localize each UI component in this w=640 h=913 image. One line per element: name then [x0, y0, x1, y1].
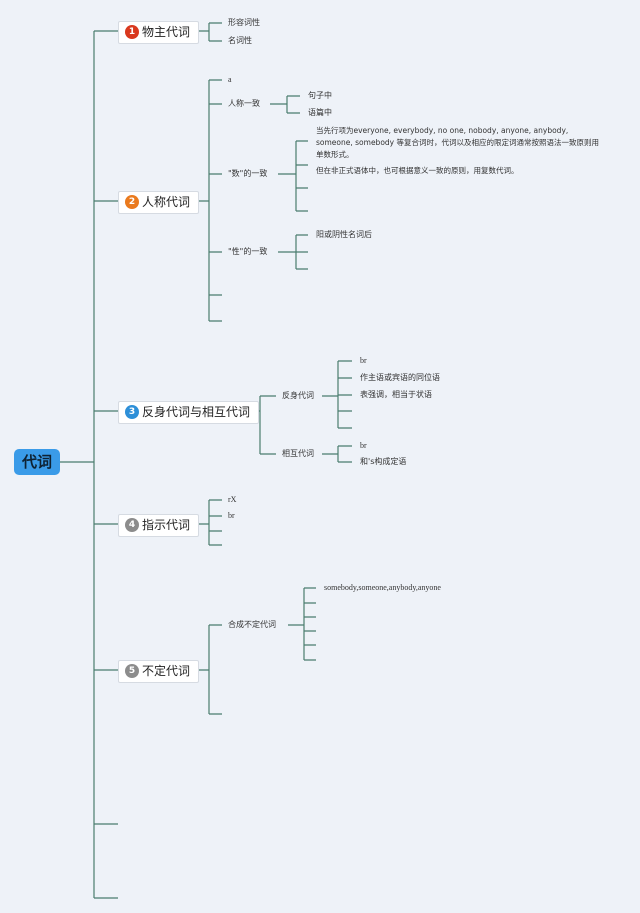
- node-noun-form[interactable]: 名词性: [228, 36, 252, 45]
- node-in-discourse[interactable]: 语篇中: [308, 108, 332, 117]
- node-compound-indefinite[interactable]: 合成不定代词: [228, 620, 276, 629]
- branch-label: 人称代词: [142, 195, 191, 209]
- node-reflexive-pronoun[interactable]: 反身代词: [282, 391, 314, 400]
- node-demonstrative-br[interactable]: br: [228, 511, 235, 520]
- branch-label: 物主代词: [142, 25, 191, 39]
- node-appositive[interactable]: 作主语或宾语的同位语: [360, 373, 440, 382]
- branch-label: 指示代词: [142, 518, 191, 532]
- number-badge-4: 4: [125, 517, 139, 532]
- node-number-agreement[interactable]: "数"的一致: [228, 169, 268, 178]
- node-in-sentence[interactable]: 句子中: [308, 91, 332, 100]
- node-compound-examples[interactable]: somebody,someone,anybody,anyone: [324, 583, 441, 592]
- node-person-agreement[interactable]: 人称一致: [228, 99, 260, 108]
- node-reciprocal-pronoun[interactable]: 相互代词: [282, 449, 314, 458]
- number-badge-3: 3: [125, 404, 139, 419]
- node-number-rule-1[interactable]: 当先行项为everyone, everybody, no one, nobody…: [316, 126, 599, 159]
- root-node[interactable]: 代词: [14, 449, 60, 475]
- branch-label: 反身代词与相互代词: [142, 405, 251, 419]
- number-badge-1: 1: [125, 24, 139, 39]
- number-badge-5: 5: [125, 663, 139, 678]
- number-badge-2: 2: [125, 194, 139, 209]
- node-after-gendered-noun[interactable]: 阳或阴性名词后: [316, 230, 372, 239]
- node-emphasis[interactable]: 表强调，相当于状语: [360, 390, 432, 399]
- node-adjective-form[interactable]: 形容词性: [228, 18, 260, 27]
- node-possessive-attribute[interactable]: 和's构成定语: [360, 457, 407, 466]
- branch-label: 不定代词: [142, 664, 191, 678]
- node-number-rule-2[interactable]: 但在非正式语体中，也可根据意义一致的原则，用复数代词。: [316, 166, 519, 175]
- node-a[interactable]: a: [228, 75, 232, 84]
- node-reflexive-br[interactable]: br: [360, 356, 367, 365]
- node-gender-agreement[interactable]: "性"的一致: [228, 247, 268, 256]
- node-rx[interactable]: rX: [228, 495, 237, 504]
- node-reciprocal-br[interactable]: br: [360, 441, 367, 450]
